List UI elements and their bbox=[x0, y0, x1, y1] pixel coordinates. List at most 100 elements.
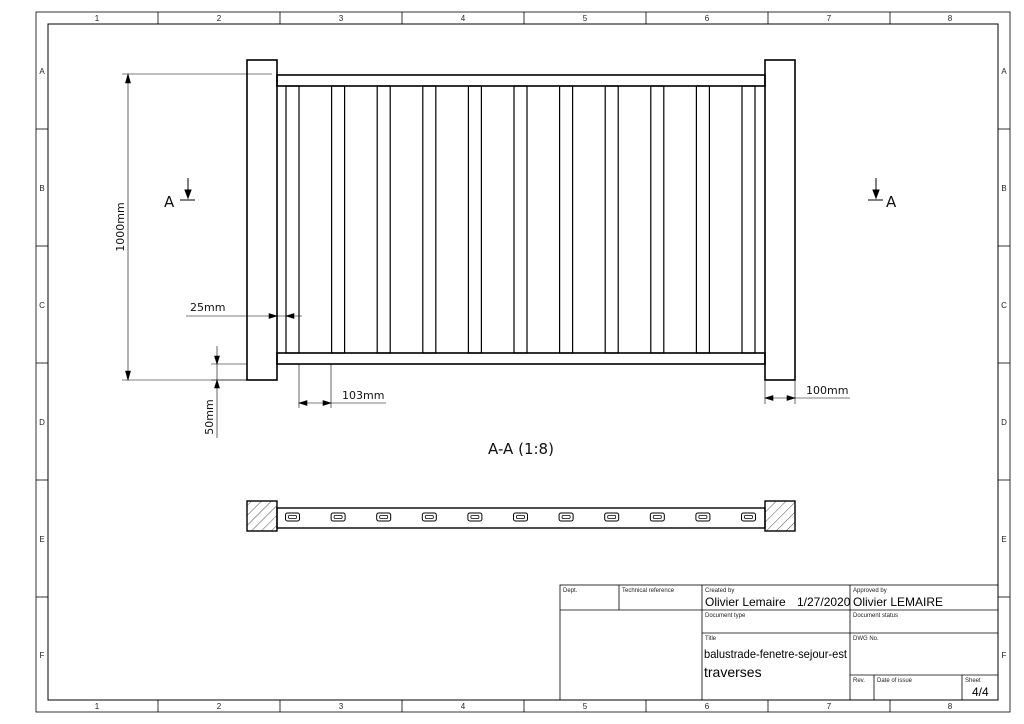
baluster-profile-inner bbox=[379, 515, 389, 519]
baluster bbox=[513, 85, 528, 354]
dimension-bottom-rail-label: 50mm bbox=[203, 399, 216, 434]
baluster bbox=[376, 85, 391, 354]
col-label-top: 4 bbox=[461, 14, 466, 23]
balustrade-elevation bbox=[246, 59, 796, 381]
tb-approved-by: Olivier LEMAIRE bbox=[853, 595, 943, 609]
section-marker-right bbox=[868, 178, 883, 201]
baluster-profile-inner bbox=[607, 515, 617, 519]
row-label-right: A bbox=[1001, 67, 1007, 76]
tb-title-line2: traverses bbox=[704, 664, 762, 680]
baluster-profile bbox=[513, 512, 528, 522]
baluster-profile bbox=[285, 512, 300, 522]
baluster-profile-inner bbox=[698, 515, 708, 519]
baluster-profile bbox=[558, 512, 574, 522]
dimension-baluster-spacing bbox=[297, 364, 386, 408]
col-label-bottom: 2 bbox=[217, 702, 222, 711]
section-view-label: A-A (1:8) bbox=[488, 440, 554, 458]
dimension-post-width bbox=[763, 380, 850, 404]
tb-created-by-label: Created by bbox=[705, 588, 734, 594]
top-rail bbox=[276, 74, 766, 87]
baluster-profile bbox=[467, 512, 483, 522]
baluster-profile-inner bbox=[652, 515, 662, 519]
col-label-top: 3 bbox=[339, 14, 344, 23]
col-label-bottom: 8 bbox=[948, 702, 953, 711]
baluster-profile-inner bbox=[288, 515, 297, 519]
dimension-height bbox=[122, 72, 272, 382]
col-label-top: 7 bbox=[827, 14, 832, 23]
tb-created-date: 1/27/2020 bbox=[797, 595, 851, 609]
dimension-bottom-rail bbox=[211, 346, 247, 438]
right-post bbox=[764, 59, 796, 381]
row-label-right: C bbox=[1001, 301, 1007, 310]
baluster bbox=[604, 85, 619, 354]
row-label-right: E bbox=[1001, 535, 1006, 544]
baluster-profile-inner bbox=[561, 515, 571, 519]
row-label-left: A bbox=[39, 67, 45, 76]
baluster-profile bbox=[649, 512, 665, 522]
baluster bbox=[285, 85, 300, 354]
baluster bbox=[695, 85, 711, 354]
col-label-top: 8 bbox=[948, 14, 953, 23]
col-label-top: 5 bbox=[583, 14, 588, 23]
section-left-post bbox=[246, 500, 278, 532]
baluster-profile-inner bbox=[744, 515, 753, 519]
row-label-left: B bbox=[39, 184, 44, 193]
col-label-bottom: 4 bbox=[461, 702, 466, 711]
inner-frame bbox=[47, 23, 999, 701]
baluster-profile bbox=[604, 512, 620, 522]
balusters bbox=[285, 85, 756, 354]
dimension-height-label: 1000mm bbox=[114, 202, 127, 251]
row-label-left: F bbox=[40, 651, 45, 660]
baluster bbox=[331, 85, 346, 354]
tb-sheet: 4/4 bbox=[972, 685, 989, 699]
col-label-bottom: 5 bbox=[583, 702, 588, 711]
section-marker-right-label: A bbox=[886, 193, 897, 211]
baluster-profile-inner bbox=[333, 515, 343, 519]
col-label-bottom: 7 bbox=[827, 702, 832, 711]
dimension-post-gap-label: 25mm bbox=[190, 301, 225, 314]
grid-ticks bbox=[36, 12, 1010, 712]
col-label-bottom: 3 bbox=[339, 702, 344, 711]
left-post bbox=[246, 59, 278, 381]
baluster bbox=[650, 85, 665, 354]
bottom-rail bbox=[276, 352, 766, 365]
title-block bbox=[559, 584, 999, 701]
section-view bbox=[246, 500, 796, 532]
baluster-profile bbox=[376, 512, 392, 522]
baluster-profile bbox=[421, 512, 437, 522]
col-label-bottom: 1 bbox=[95, 702, 100, 711]
baluster bbox=[422, 85, 437, 354]
tb-doc-type-label: Document type bbox=[705, 613, 746, 619]
row-label-left: D bbox=[39, 418, 45, 427]
section-marker-left bbox=[180, 178, 195, 201]
baluster-profile bbox=[695, 512, 711, 522]
baluster bbox=[467, 85, 482, 354]
tb-dept-label: Dept. bbox=[563, 588, 578, 594]
tb-sheet-label: Sheet bbox=[965, 678, 981, 684]
row-label-right: D bbox=[1001, 418, 1007, 427]
row-label-left: E bbox=[39, 535, 44, 544]
row-label-left: C bbox=[39, 301, 45, 310]
tb-rev-label: Rev. bbox=[853, 678, 865, 684]
tb-title-line1: balustrade-fenetre-sejour-est bbox=[704, 647, 848, 661]
tb-tech-ref-label: Technical reference bbox=[622, 588, 675, 594]
baluster-profiles bbox=[285, 512, 756, 522]
dimension-post-gap bbox=[186, 310, 302, 322]
col-label-top: 2 bbox=[217, 14, 222, 23]
tb-approved-by-label: Approved by bbox=[853, 588, 887, 594]
section-rail bbox=[276, 507, 766, 529]
outer-frame bbox=[35, 11, 1011, 713]
baluster-profile-inner bbox=[424, 515, 434, 519]
dimension-baluster-spacing-label: 103mm bbox=[342, 389, 384, 402]
baluster-profile-inner bbox=[470, 515, 480, 519]
tb-title-label: Title bbox=[705, 636, 717, 642]
row-label-right: F bbox=[1002, 651, 1007, 660]
tb-created-by: Olivier Lemaire bbox=[705, 595, 786, 609]
tb-date-issue-label: Date of issue bbox=[877, 678, 913, 684]
dimension-post-width-label: 100mm bbox=[806, 384, 848, 397]
row-label-right: B bbox=[1001, 184, 1006, 193]
baluster-profile-inner bbox=[516, 515, 525, 519]
baluster-profile bbox=[741, 512, 756, 522]
col-label-top: 1 bbox=[95, 14, 100, 23]
